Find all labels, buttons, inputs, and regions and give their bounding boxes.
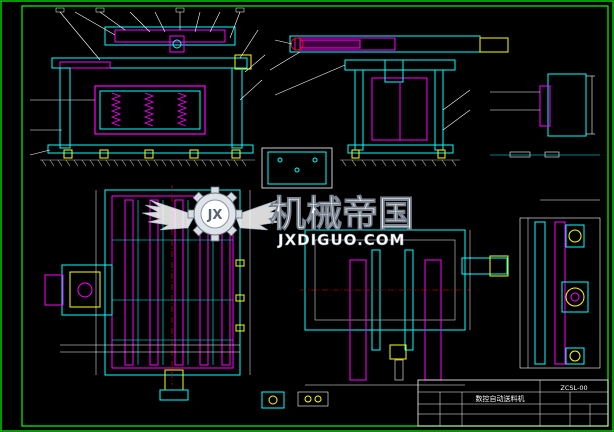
section-view-center (261, 147, 333, 189)
drawing-number: ZCSL-00 (560, 384, 587, 392)
front-view (29, 7, 266, 167)
gear-icon: JX (187, 186, 243, 242)
side-view (269, 35, 509, 167)
side-section-view (300, 229, 509, 386)
inner-border (21, 5, 609, 427)
title-block: ZCSL-00 数控自动送料机 (417, 379, 609, 427)
watermark-subtitle: JXDIGUO.COM (277, 231, 405, 249)
logo-letters: JX (207, 208, 223, 223)
watermark-title: 机械帝国 (270, 194, 414, 235)
right-profile-view (519, 199, 601, 369)
drawing-title: 数控自动送料机 (476, 394, 525, 403)
detail-view-top-right (490, 73, 600, 158)
watermark-logo: JX 机械帝国 JXDIGUO.COM (141, 186, 414, 249)
